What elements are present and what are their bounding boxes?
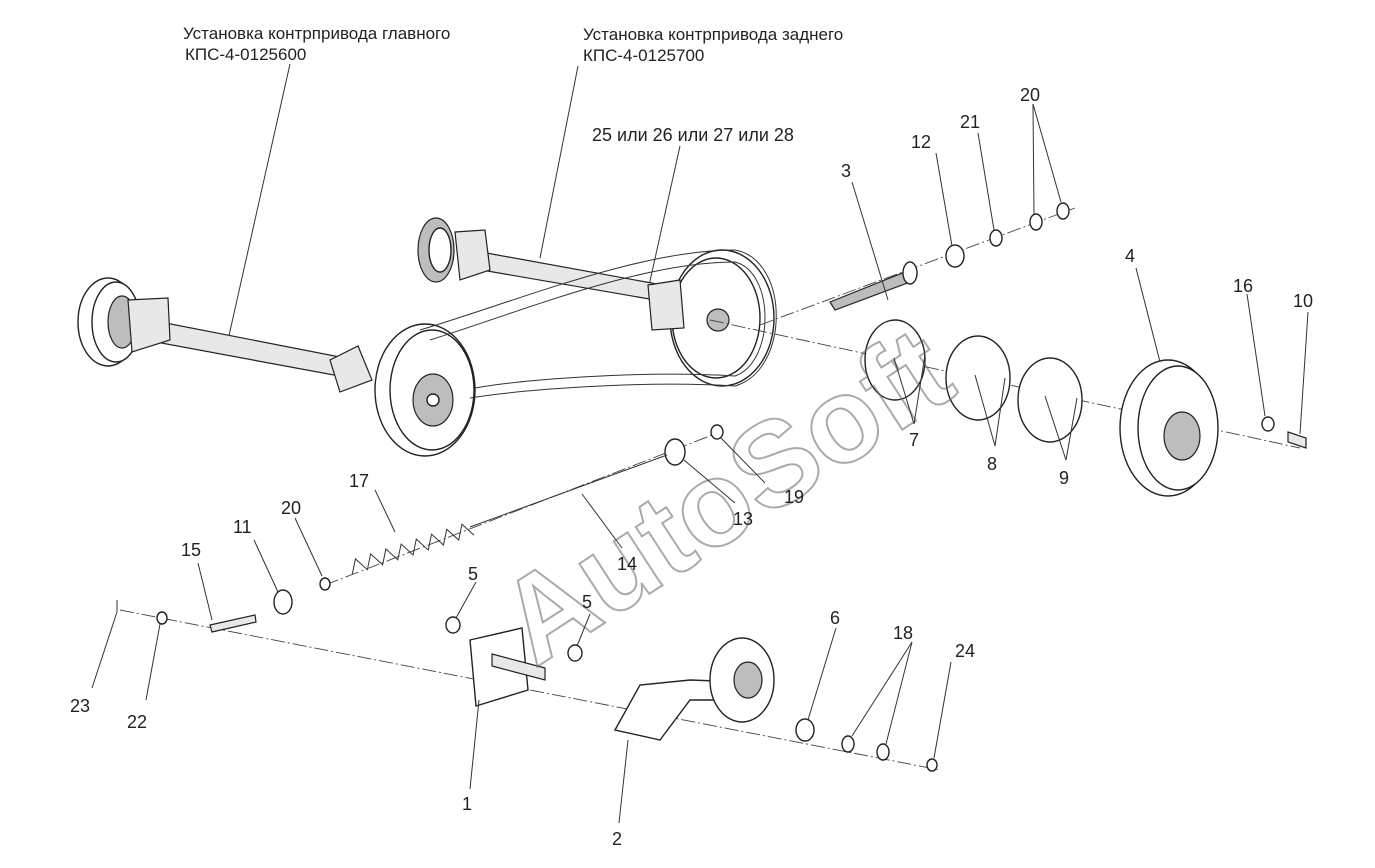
rear-bearing-housing — [454, 229, 491, 281]
nut-20-a — [1029, 213, 1043, 231]
callout-18: 18 — [893, 623, 913, 643]
nut-18-a — [841, 735, 855, 753]
callout-21: 21 — [960, 112, 980, 132]
callout-2: 2 — [612, 829, 622, 849]
axis-pulley-4 — [709, 319, 1301, 449]
main-left-bearing-housing — [127, 297, 171, 353]
nut-12 — [945, 244, 965, 268]
leader-belt — [647, 145, 681, 291]
washer-21 — [989, 229, 1003, 247]
sector-plate-9 — [1017, 357, 1083, 443]
callout-14: 14 — [617, 554, 637, 574]
leader-rear-countershaft — [539, 65, 579, 259]
callout-15: 15 — [181, 540, 201, 560]
callout-22: 22 — [127, 712, 147, 732]
washer-16 — [1261, 416, 1275, 432]
nut-5-b — [567, 644, 583, 662]
callout-6: 6 — [830, 608, 840, 628]
rod-14 — [469, 454, 668, 528]
callout-1: 1 — [462, 794, 472, 814]
caption-rear-countershaft-line2: КПС-4-0125700 — [583, 46, 704, 65]
main-shaft — [139, 317, 351, 379]
callout-12: 12 — [911, 132, 931, 152]
rear-right-bracket — [647, 279, 685, 331]
callout-4: 4 — [1125, 246, 1135, 266]
pulley-4-group — [829, 202, 1307, 497]
callout-leaders — [91, 103, 1309, 824]
nut-20-c — [319, 577, 331, 591]
callout-5-a: 5 — [468, 564, 478, 584]
nut-5-a — [445, 616, 461, 634]
callout-10: 10 — [1293, 291, 1313, 311]
callout-16: 16 — [1233, 276, 1253, 296]
callout-19: 19 — [784, 487, 804, 507]
washer-22 — [156, 611, 168, 625]
axis-shaft-3 — [759, 207, 1076, 326]
bushing-13 — [664, 438, 686, 466]
callout-5-b: 5 — [582, 592, 592, 612]
tensioner-bracket-group — [445, 616, 938, 772]
leader-main-countershaft — [227, 63, 291, 341]
main-countershaft-assembly — [77, 277, 476, 457]
washer-6 — [795, 718, 815, 742]
caption-rear-countershaft-line1: Установка контрпривода заднего — [583, 25, 843, 44]
callout-3: 3 — [841, 161, 851, 181]
tensioner-rod-group — [116, 424, 724, 633]
callout-7: 7 — [909, 430, 919, 450]
axis-spring — [324, 431, 721, 586]
callout-23: 23 — [70, 696, 90, 716]
callout-labels: 1 2 3 4 5 5 6 7 8 9 10 11 12 13 14 15 16… — [70, 85, 1313, 849]
callout-13: 13 — [733, 509, 753, 529]
caption-main-countershaft-line1: Установка контрпривода главного — [183, 24, 450, 43]
callout-8: 8 — [987, 454, 997, 474]
callout-20-a: 20 — [1020, 85, 1040, 105]
pin-24 — [926, 758, 938, 772]
callout-20-b: 20 — [281, 498, 301, 518]
main-right-bracket — [329, 345, 373, 393]
nut-19 — [710, 424, 724, 440]
axis-tensioner — [119, 609, 941, 771]
nut-20-b — [1056, 202, 1070, 220]
callout-17: 17 — [349, 471, 369, 491]
nut-11 — [273, 589, 293, 615]
rear-countershaft-assembly — [417, 217, 775, 387]
sector-plate-8 — [945, 335, 1011, 421]
callout-9: 9 — [1059, 468, 1069, 488]
callout-24: 24 — [955, 641, 975, 661]
callout-11: 11 — [233, 517, 252, 537]
nut-18-b — [876, 743, 890, 761]
bolt-15 — [209, 614, 257, 633]
spring-17 — [351, 523, 475, 575]
caption-main-countershaft-line2: КПС-4-0125600 — [185, 45, 306, 64]
bolt-10 — [1287, 431, 1307, 449]
caption-belt-options: 25 или 26 или 27 или 28 — [592, 125, 794, 145]
drive-belt — [419, 249, 777, 399]
